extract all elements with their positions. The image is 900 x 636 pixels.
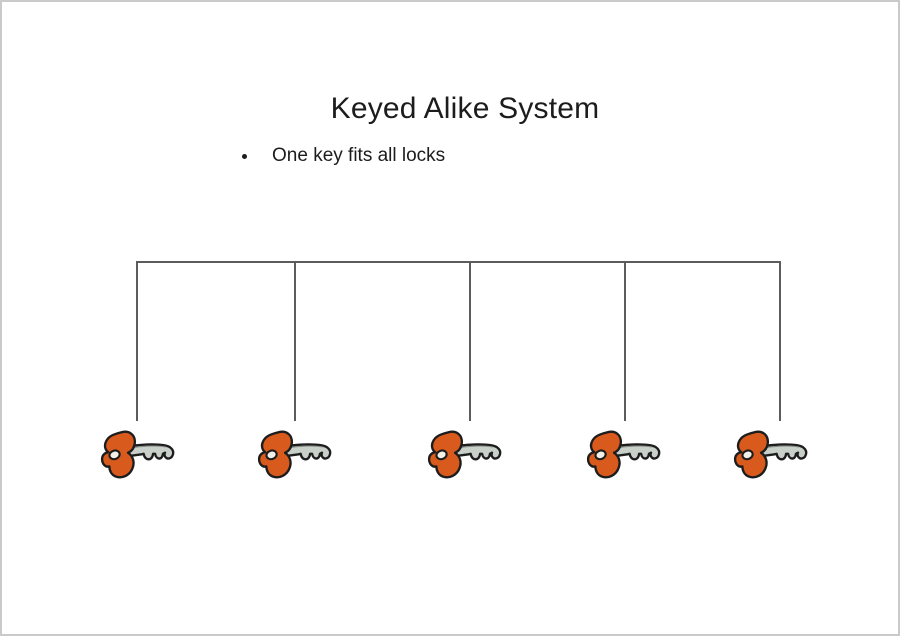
key-icon [586,430,661,479]
key-icon [733,430,808,479]
key-icon [427,430,502,479]
bullet-dot [242,154,247,159]
branch-line [294,261,296,421]
branch-line [779,261,781,421]
key-icon [100,430,175,479]
connector-rail [137,261,781,263]
branch-line [469,261,471,421]
key-icon [257,430,332,479]
branch-line [624,261,626,421]
bullet-text: One key fits all locks [272,145,446,166]
branch-line [136,261,138,421]
page-title: Keyed Alike System [330,92,600,125]
bullet-item: One key fits all locks [242,145,445,167]
